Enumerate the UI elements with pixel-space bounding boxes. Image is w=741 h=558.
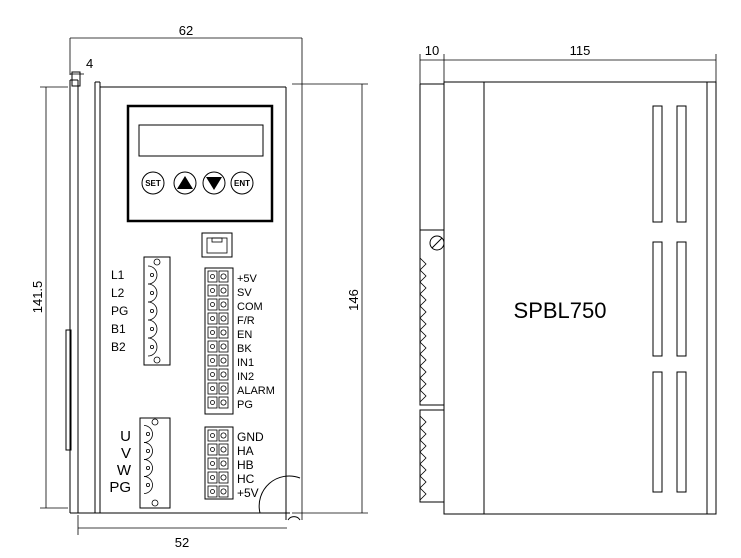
control-terminal-label: SV [237,287,252,299]
hall-terminal-label: HC [237,472,255,486]
vent-slots [652,105,687,493]
power-terminal-label: B2 [111,340,126,354]
motor-terminal-label: U [120,428,131,445]
hall-terminal-label: HB [237,458,254,472]
lcd-display [138,124,264,157]
motor-terminal-label: V [121,445,131,462]
control-terminal-label: PG [237,399,253,411]
front-view: 62 4 141.5 146 52 [30,23,368,550]
motor-terminal-label: PG [109,479,131,496]
hall-terminal-label: +5V [237,486,259,500]
power-terminal-label: PG [111,304,128,318]
motor-terminal-label: W [117,462,132,479]
set-button-label: SET [145,179,161,188]
control-terminal-label: BK [237,343,252,355]
dim-side-small: 10 [425,43,439,58]
side-view: 10 115 SPBL750 [419,43,717,515]
hall-terminal-label: GND [237,430,264,444]
ent-button[interactable]: ENT [230,171,254,195]
control-terminal-label: ALARM [237,385,275,397]
up-arrow-icon [177,176,193,189]
control-terminal-label: IN1 [237,357,254,369]
control-terminal-label: COM [237,301,263,313]
control-terminal-label: F/R [237,315,255,327]
power-terminal-label: B1 [111,322,126,336]
control-terminal-label: EN [237,329,252,341]
power-terminal-label: L2 [111,286,125,300]
ent-button-label: ENT [234,179,250,188]
set-button[interactable]: SET [141,171,165,195]
rj-port [201,232,233,258]
down-arrow-icon [206,177,222,190]
dim-height-left: 141.5 [30,281,45,314]
control-terminal-label: +5V [237,273,258,285]
dim-wall-offset: 4 [86,56,93,71]
dim-height-right: 146 [346,289,361,311]
dim-width-top: 62 [179,23,193,38]
operation-panel: SET ENT [126,104,274,223]
dim-width-bottom: 52 [175,535,189,550]
up-button[interactable] [173,171,197,195]
hall-terminal-label: HA [237,444,254,458]
control-terminal-label: IN2 [237,371,254,383]
dim-side-depth: 115 [570,43,591,58]
down-button[interactable] [202,171,226,195]
power-terminal-label: L1 [111,268,125,282]
model-label: SPBL750 [514,298,607,323]
